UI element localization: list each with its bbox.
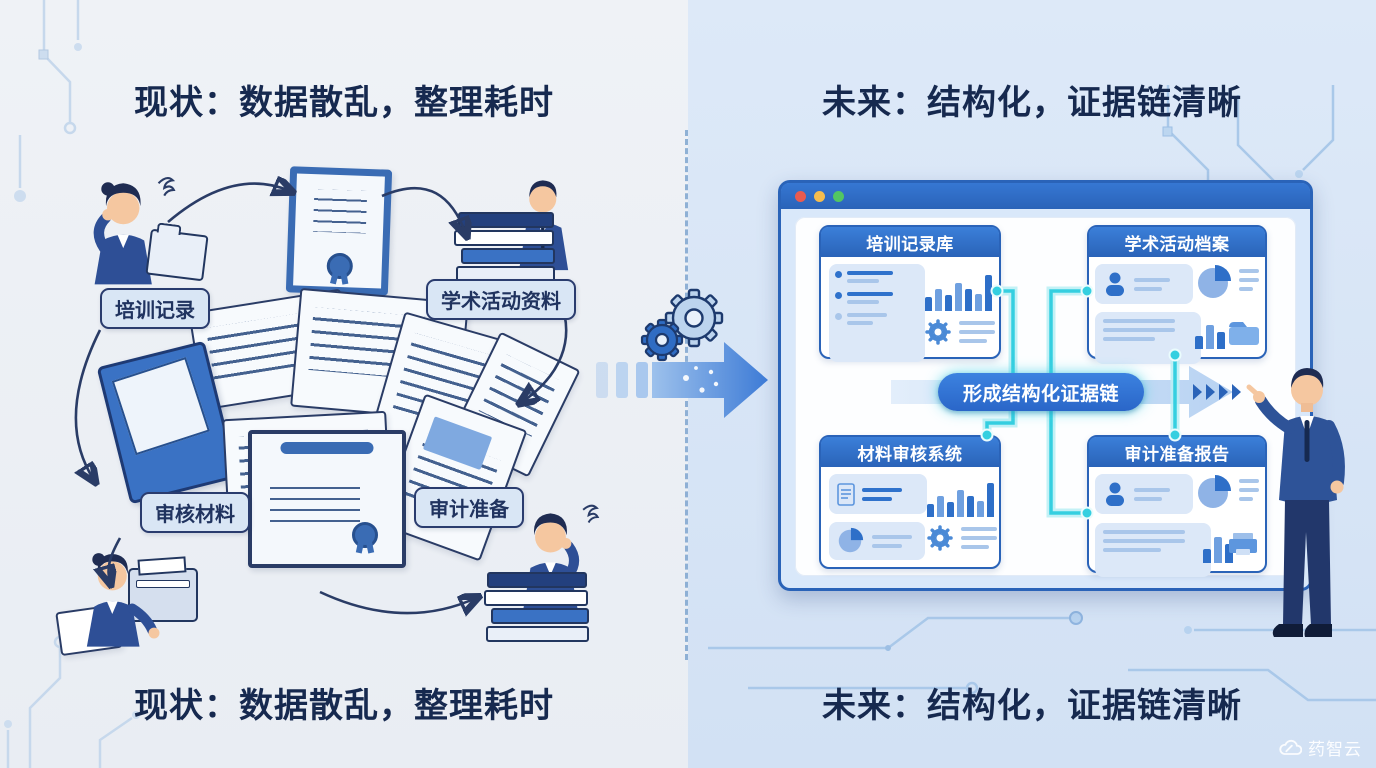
structured-evidence-chain-banner: 形成结构化证据链 (938, 373, 1144, 411)
folder-icon (1229, 322, 1259, 345)
transformation-arrow-and-gears (596, 288, 768, 418)
bar-chart-icon (925, 265, 992, 311)
gear-icon-large (664, 288, 724, 348)
gear-icon (925, 319, 951, 345)
chevron-right-icons (1193, 384, 1241, 400)
tag-training-records: 培训记录 (100, 288, 210, 329)
card-academic-activity-archive: 学术活动档案 (1087, 225, 1267, 364)
printer-icon (1229, 533, 1257, 555)
card-title: 审计准备报告 (1089, 437, 1265, 467)
tag-audit-preparation: 审计准备 (414, 487, 524, 528)
card-material-review-system: 材料审核系统 (819, 435, 1001, 569)
user-icon (1106, 272, 1124, 296)
watermark-label: 药智云 (1308, 740, 1362, 759)
photo-block (422, 416, 492, 471)
seal-icon (326, 252, 354, 280)
browser-content-panel: 培训记录库 (795, 217, 1296, 577)
manila-folder (145, 228, 209, 282)
right-panel-future-state: 未来：结构化，证据链清晰 未来：结构化，证据链清晰 (688, 0, 1376, 768)
left-title-top: 现状：数据散乱，整理耗时 (134, 84, 554, 122)
scattered-documents-illustration (0, 140, 688, 670)
woman-at-copier-bottom-left (86, 553, 160, 647)
user-info-block (1095, 264, 1193, 304)
gear-icon (927, 525, 953, 551)
bar-chart-icon (1203, 527, 1233, 563)
pie-chart-icon (1198, 475, 1231, 508)
pie-chart-icon (838, 527, 864, 553)
left-panel-current-state: 现状：数据散乱，整理耗时 现状：数据散乱，整理耗时 (0, 0, 688, 768)
data-dots (683, 366, 719, 393)
maximize-window-icon[interactable] (833, 190, 844, 202)
user-icon (1106, 482, 1124, 506)
card-audit-preparation-report: 审计准备报告 (1087, 435, 1267, 577)
watermark: 药智云 (1278, 735, 1362, 760)
right-title-top: 未来：结构化，证据链清晰 (822, 84, 1242, 122)
browser-titlebar (781, 183, 1310, 209)
tag-academic-materials: 学术活动资料 (426, 279, 576, 320)
tag-review-materials: 审核材料 (140, 492, 250, 533)
seal-icon (352, 522, 378, 548)
frustration-squiggle (582, 504, 600, 523)
bar-chart-icon (1195, 315, 1225, 349)
frustration-squiggle (157, 177, 176, 197)
document-block (829, 474, 927, 514)
certificate-document-large (248, 430, 406, 568)
stack-of-binders-top-right (454, 212, 555, 282)
gear-icon-small (640, 318, 684, 362)
circuit-decoration-top-left (14, 0, 82, 202)
card-title: 学术活动档案 (1089, 227, 1265, 257)
ribbon-banner (280, 442, 374, 454)
frustrated-woman-top-left (93, 177, 176, 285)
card-training-record-library: 培训记录库 (819, 225, 1001, 362)
right-title-bottom: 未来：结构化，证据链清晰 (822, 687, 1242, 725)
text-block (1095, 312, 1201, 364)
card-title: 材料审核系统 (821, 437, 999, 467)
presenter-man-pointing (1246, 368, 1345, 637)
pie-chart-icon (1198, 265, 1231, 298)
stack-of-binders-bottom-right (484, 572, 589, 642)
transformation-arrow (652, 342, 768, 418)
pie-block (829, 522, 925, 560)
bar-chart-icon (927, 473, 994, 517)
certificate-document (285, 166, 393, 296)
minimize-window-icon[interactable] (814, 190, 825, 202)
user-info-block (1095, 474, 1193, 514)
left-title-bottom: 现状：数据散乱，整理耗时 (134, 687, 554, 725)
browser-window: 培训记录库 (778, 180, 1313, 591)
text-block (1095, 523, 1211, 577)
card-title: 培训记录库 (821, 227, 999, 257)
close-window-icon[interactable] (795, 190, 806, 202)
cloud-logo-icon (1279, 739, 1302, 755)
document-icon (837, 482, 855, 506)
list-block (829, 264, 925, 362)
